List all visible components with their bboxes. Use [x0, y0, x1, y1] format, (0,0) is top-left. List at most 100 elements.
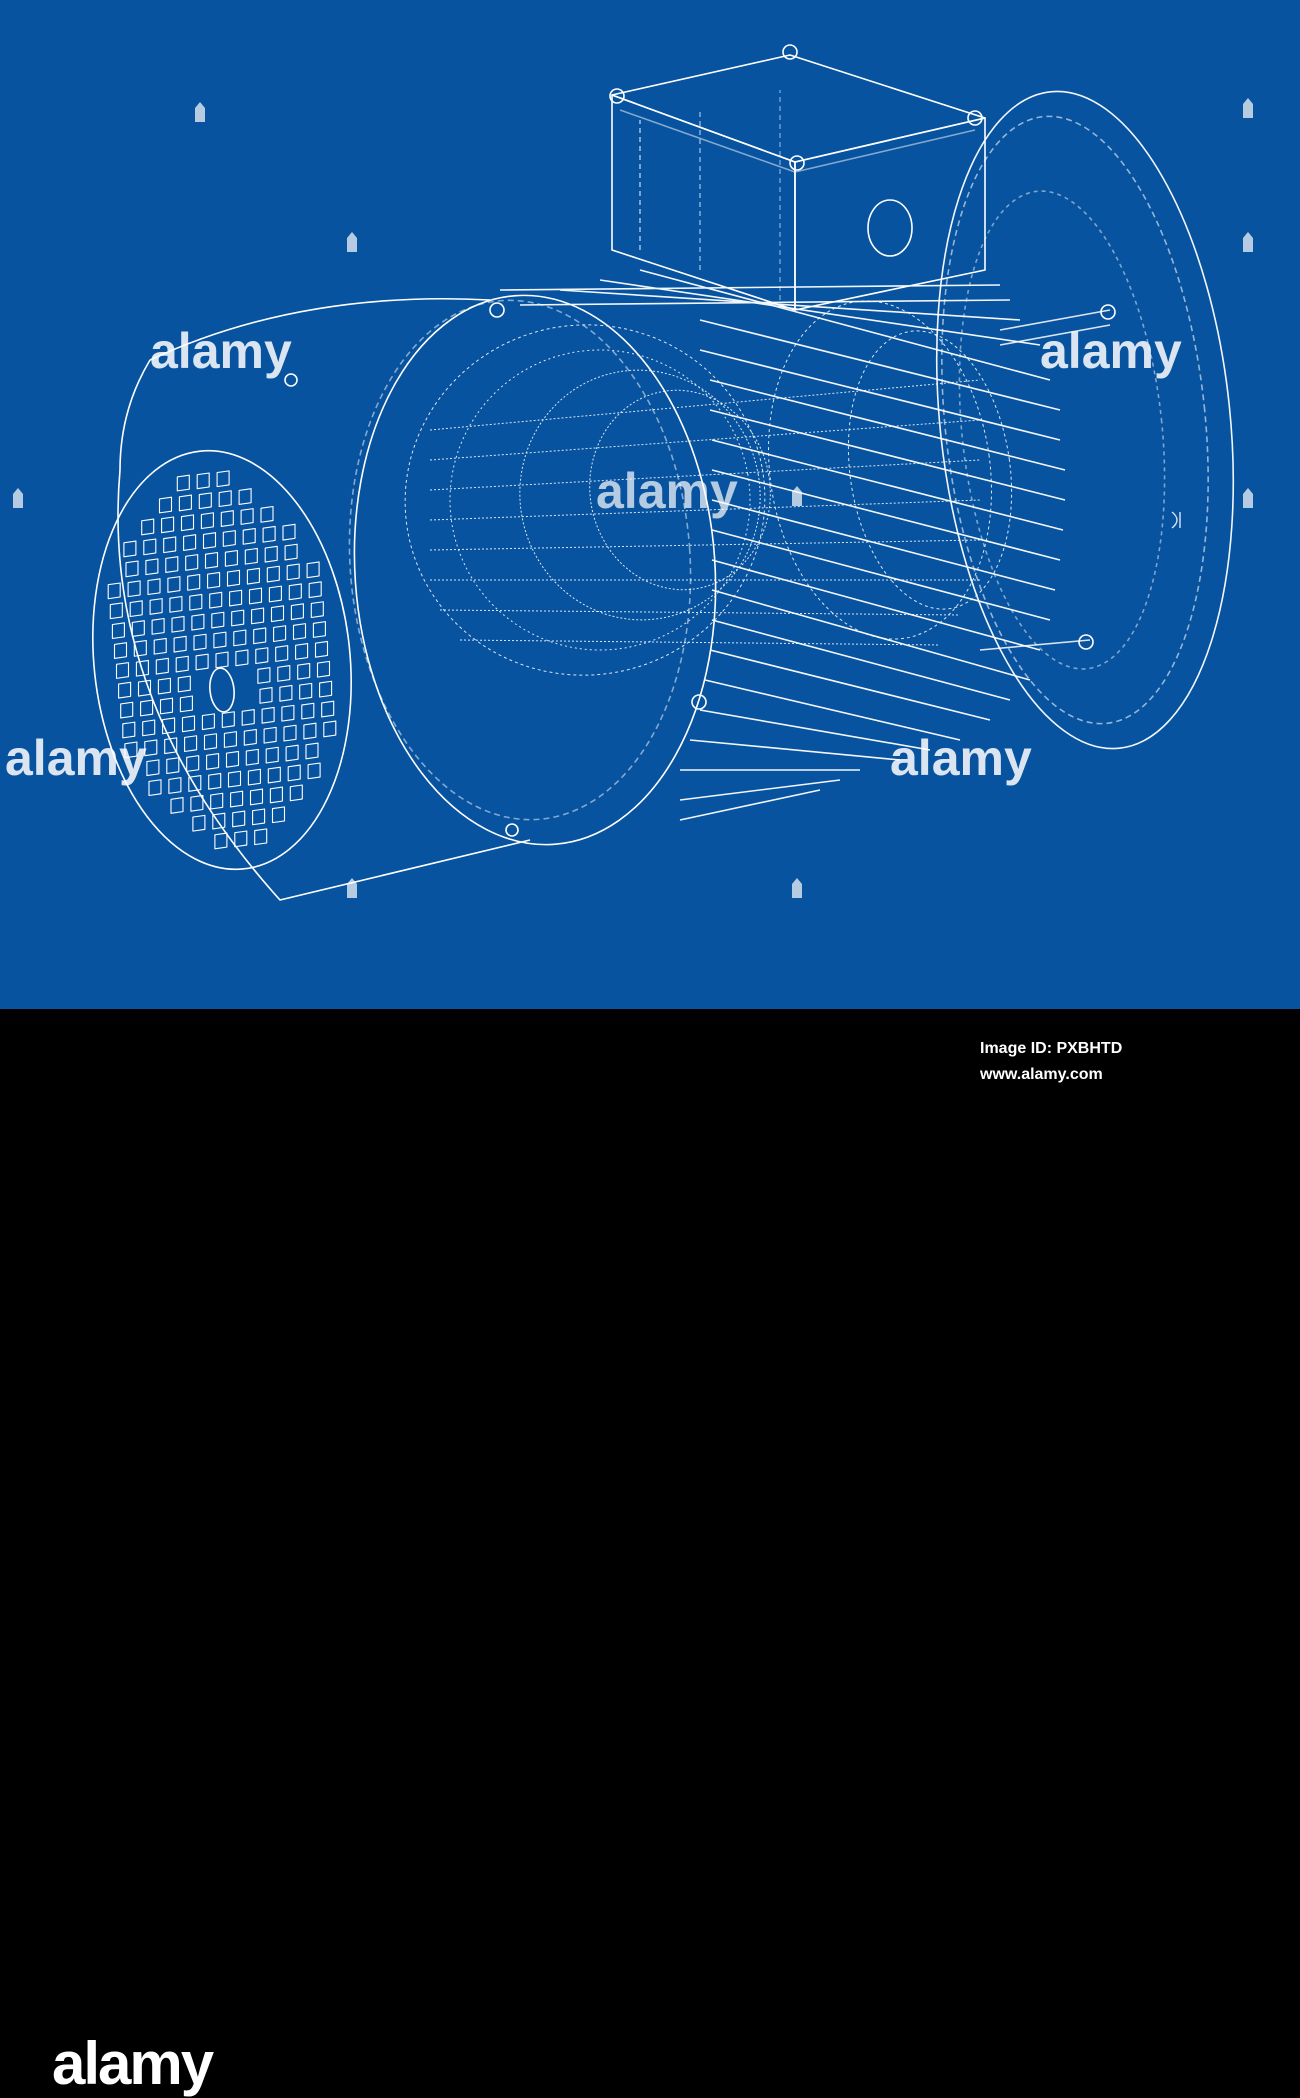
grille-slot	[307, 762, 321, 780]
watermarks: alamy alamy alamy alamy alamy	[5, 323, 1182, 786]
grille-slot	[288, 583, 302, 601]
grille-slot	[177, 675, 191, 693]
grille-slot	[206, 753, 220, 770]
grille-slot	[245, 748, 259, 766]
grille-slot	[281, 704, 295, 722]
grille-slot	[277, 665, 291, 682]
grille-slot	[210, 792, 224, 810]
grille-slot	[137, 679, 152, 697]
pin-mark	[1243, 488, 1253, 508]
grille-slot	[189, 593, 203, 611]
grille-slot	[220, 510, 234, 527]
grille-slot	[203, 733, 218, 751]
grille-slot	[243, 728, 257, 746]
footer-bar: alamy Image ID: PXBHTD www.alamy.com	[0, 1009, 1300, 2097]
grille-slot	[161, 516, 175, 534]
grille-slot	[218, 490, 232, 508]
grille-slot	[171, 615, 185, 633]
watermark-text: alamy	[1040, 323, 1182, 379]
watermark-text: alamy	[890, 730, 1032, 786]
grille-slot	[253, 627, 267, 645]
grille-slot	[115, 662, 130, 679]
grille-slot	[224, 549, 238, 567]
grille-slot	[211, 611, 225, 629]
grille-slot	[129, 600, 143, 618]
grille-slot	[162, 717, 176, 735]
grille-slot	[141, 518, 155, 536]
grille-slot	[242, 527, 256, 545]
grille-slot	[113, 642, 128, 659]
rotor-windings	[404, 300, 1181, 676]
grille-slot	[240, 508, 254, 525]
grille-slot	[241, 709, 255, 726]
grille-slot	[303, 722, 317, 740]
pin-mark	[13, 488, 23, 508]
grille-slot	[227, 770, 242, 788]
pin-mark	[1243, 98, 1253, 118]
grille-slot	[289, 784, 303, 802]
grille-slot	[208, 772, 222, 790]
pin-mark	[792, 878, 802, 898]
grille-slot	[249, 788, 264, 806]
grille-slot	[187, 573, 201, 591]
pin-mark	[792, 486, 802, 506]
grille-slot	[215, 651, 229, 669]
grille-slot	[254, 828, 268, 846]
rear-flange	[935, 90, 1235, 750]
watermark-text: alamy	[150, 323, 292, 379]
cooling-fins	[499, 269, 1066, 821]
grille-slot	[133, 639, 147, 657]
grille-slot	[201, 713, 215, 731]
grille-slot	[223, 731, 237, 748]
grille-slot	[145, 558, 159, 576]
grille-slot	[290, 603, 304, 621]
grille-slot	[164, 737, 178, 755]
grille-slot	[314, 640, 329, 658]
fan-grille-slots	[107, 470, 337, 850]
footer-logo[interactable]: alamy	[52, 2030, 214, 2097]
grille-slot	[118, 681, 132, 699]
grille-slot	[259, 687, 273, 704]
grille-slot	[275, 645, 289, 662]
grille-slot	[255, 647, 269, 665]
footer-url-link[interactable]: www.alamy.com	[980, 1066, 1103, 1083]
grille-slot	[231, 609, 245, 627]
grille-slot	[261, 706, 275, 724]
grille-slot	[279, 684, 293, 702]
grille-slot	[149, 598, 163, 615]
grille-slot	[297, 662, 311, 680]
grille-slot	[230, 790, 244, 808]
grille-slot	[268, 585, 282, 603]
grille-slot	[286, 563, 300, 581]
grille-slot	[184, 735, 198, 753]
grille-slot	[263, 726, 277, 744]
grille-slot	[198, 492, 212, 510]
grille-slot	[200, 512, 214, 530]
blueprint-background	[0, 0, 1300, 1009]
grille-slot	[191, 613, 205, 631]
grille-slot	[209, 591, 223, 609]
grille-slot	[202, 532, 217, 549]
watermark-text: alamy	[5, 730, 147, 786]
grille-slot	[312, 621, 326, 638]
grille-slot	[155, 657, 169, 675]
grille-slot	[143, 538, 157, 556]
grille-slot	[283, 724, 297, 742]
grille-slot	[235, 649, 249, 667]
grille-slot	[271, 806, 286, 824]
grille-slot	[183, 534, 197, 551]
grille-slot	[273, 625, 287, 643]
grille-slot	[244, 547, 258, 565]
grille-slot	[188, 775, 202, 792]
grille-slot	[190, 794, 204, 812]
grille-slot	[176, 474, 190, 492]
grille-slot	[248, 587, 263, 605]
pin-mark	[1243, 232, 1253, 252]
grille-slot	[140, 699, 154, 717]
grille-slot	[247, 768, 261, 786]
grille-slot	[221, 711, 235, 729]
terminal-box	[609, 44, 986, 311]
grille-slot	[165, 556, 179, 573]
grille-slot	[321, 700, 335, 718]
grille-slot	[147, 578, 161, 596]
